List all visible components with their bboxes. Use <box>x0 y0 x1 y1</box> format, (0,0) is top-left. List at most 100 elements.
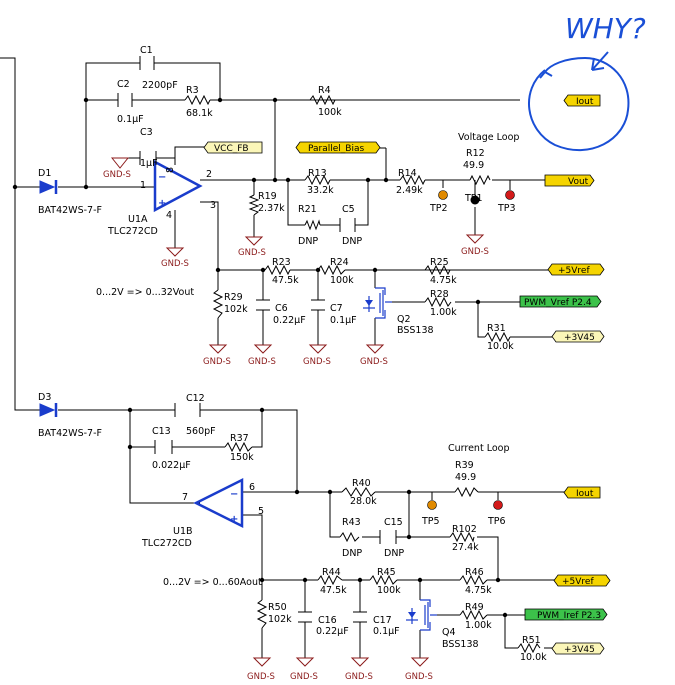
tp3-dot <box>505 190 515 200</box>
r28-value: 1.00k <box>430 307 457 318</box>
r43-ref: R43 <box>342 517 361 528</box>
cap-c5 <box>339 218 356 232</box>
current-loop-title: Current Loop <box>448 443 509 454</box>
gnd-q2: GND-S <box>360 344 388 367</box>
res-r24 <box>317 264 346 276</box>
r37-ref: R37 <box>230 433 249 444</box>
diode-d3: D3 BAT42WS-7-F <box>38 392 102 439</box>
c6-value: 0.22µF <box>273 315 306 326</box>
gnd-c7: GND-S <box>303 344 331 367</box>
cap-c6 <box>256 299 270 311</box>
c3-ref: C3 <box>140 127 153 138</box>
d1-part: BAT42WS-7-F <box>38 205 102 216</box>
res-r44 <box>317 574 343 586</box>
tp5-label: TP5 <box>421 516 440 527</box>
svg-text:GND-S: GND-S <box>247 672 275 682</box>
gnd-u1a: GND-S <box>161 247 189 269</box>
svg-text:PWM_Vref P2.4: PWM_Vref P2.4 <box>524 298 592 308</box>
voltage-loop-title: Voltage Loop <box>458 132 519 143</box>
u1b-pin-inm: 6 <box>249 482 255 493</box>
u1a-pin-inm: 2 <box>206 169 212 180</box>
c15-value: DNP <box>384 548 404 559</box>
tp3-label: TP3 <box>497 203 516 214</box>
svg-text:GND-S: GND-S <box>360 357 388 367</box>
svg-text:PWM_Iref P2.3: PWM_Iref P2.3 <box>537 611 601 621</box>
u1b-pin-inp: 5 <box>258 506 264 517</box>
r3-value: 68.1k <box>186 108 213 119</box>
res-r45 <box>369 574 398 586</box>
c16-value: 0.22µF <box>316 626 349 637</box>
c7-value: 0.1µF <box>330 315 357 326</box>
r44-ref: R44 <box>322 567 341 578</box>
q4-part: BSS138 <box>442 639 479 650</box>
r12-ref: R12 <box>466 148 485 159</box>
c17-ref: C17 <box>373 615 392 626</box>
r28-ref: R28 <box>430 289 449 300</box>
r12-value: 49.9 <box>463 160 484 171</box>
mosfet-q2 <box>363 287 392 319</box>
d3-part: BAT42WS-7-F <box>38 428 102 439</box>
cap-c16 <box>298 611 312 623</box>
r23-value: 47.5k <box>272 275 299 286</box>
svg-text:+5Vref: +5Vref <box>558 266 590 276</box>
r24-value: 100k <box>330 275 354 286</box>
tp1-dot <box>470 195 480 205</box>
gnd-c16: GND-S <box>290 657 318 682</box>
r40-ref: R40 <box>352 478 371 489</box>
q2-part: BSS138 <box>397 325 434 336</box>
res-r51 <box>517 642 541 654</box>
res-r3 <box>184 94 211 106</box>
r14-ref: R14 <box>398 168 417 179</box>
q2-ref: Q2 <box>397 314 411 325</box>
r25-ref: R25 <box>430 257 449 268</box>
c5-ref: C5 <box>342 204 355 215</box>
r102-ref: R102 <box>452 524 477 535</box>
current-range: 0...2V => 0...60Aout <box>163 577 262 588</box>
r24-ref: R24 <box>330 257 349 268</box>
u1a-pin-vcc: 8 <box>165 167 176 173</box>
r4-value: 100k <box>318 107 342 118</box>
res-r21 <box>304 219 321 231</box>
res-r28 <box>424 296 452 308</box>
r46-value: 4.75k <box>465 585 492 596</box>
res-r37 <box>224 441 253 453</box>
cap-c2 <box>117 93 133 107</box>
u1a-pin-out: 1 <box>140 180 146 191</box>
flag-vcc-fb: VCC_FB <box>203 141 263 154</box>
r44-value: 47.5k <box>320 585 347 596</box>
c12-value: 560pF <box>186 426 216 437</box>
res-r29 <box>212 289 224 319</box>
r39-ref: R39 <box>455 460 474 471</box>
r21-ref: R21 <box>298 204 317 215</box>
d3-ref: D3 <box>38 392 51 403</box>
c6-ref: C6 <box>275 303 288 314</box>
r51-ref: R51 <box>522 635 541 646</box>
c13-ref: C13 <box>152 426 171 437</box>
svg-text:+3V45: +3V45 <box>564 333 595 343</box>
u1a-pin-gnd: 4 <box>166 210 172 221</box>
r19-value: 2.37k <box>258 203 285 214</box>
gnd-r50: GND-S <box>247 657 275 682</box>
u1a-ref: U1A <box>128 214 148 225</box>
svg-text:GND-S: GND-S <box>405 672 433 682</box>
gnd-r19: GND-S <box>238 236 266 258</box>
svg-text:GND-S: GND-S <box>161 259 189 269</box>
res-r102 <box>449 531 475 543</box>
tp2-dot <box>438 190 448 200</box>
res-r25 <box>424 264 451 276</box>
tp2-label: TP2 <box>429 203 448 214</box>
r40-value: 28.0k <box>350 496 377 507</box>
res-r23 <box>264 264 291 276</box>
r45-ref: R45 <box>377 567 396 578</box>
mosfet-q4 <box>406 599 437 631</box>
u1a-pin-inp: 3 <box>210 200 216 211</box>
resistors <box>184 94 541 654</box>
u1a-part: TLC272CD <box>107 226 158 237</box>
res-r4 <box>309 94 336 106</box>
svg-text:+5Vref: +5Vref <box>562 577 594 587</box>
res-r13 <box>304 174 331 186</box>
voltage-range: 0...2V => 0...32Vout <box>96 287 194 298</box>
cap-c12 <box>174 403 201 417</box>
flag-iout-top: Iout <box>563 94 601 107</box>
